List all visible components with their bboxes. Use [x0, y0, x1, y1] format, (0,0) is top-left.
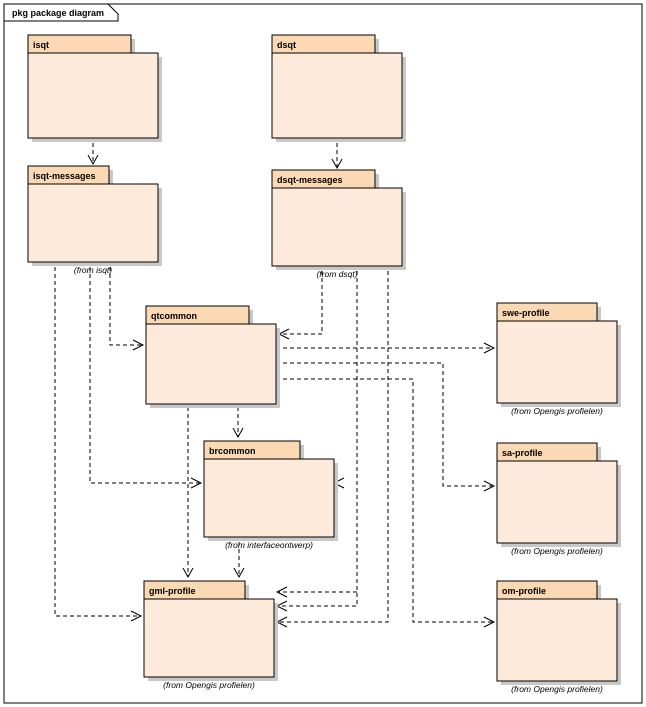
arrowhead-dsqt-messages: [331, 158, 343, 170]
package-tab: [496, 442, 598, 462]
package-name-label: om-profile: [502, 586, 546, 596]
package-body: [271, 52, 403, 139]
package-body: [496, 598, 618, 682]
dep-isqtmessages-to-brcommon: [89, 246, 199, 484]
package-brcommon[interactable]: brcommon (from interfaceontwerp): [203, 440, 338, 550]
packages-layer: isqt dsqt isqt-messages (from isqt) dsqt-mes…: [27, 34, 621, 694]
package-om-profile[interactable]: om-profile (from Opengis profielen): [496, 580, 621, 694]
package-tab: [271, 34, 376, 54]
package-sa-profile[interactable]: sa-profile (from Opengis profielen): [496, 442, 621, 556]
arrowhead-om-profile: [483, 616, 496, 628]
package-tab: [27, 165, 110, 185]
package-tab: [27, 34, 132, 54]
package-body: [496, 460, 618, 544]
package-from-label: (from Opengis profielen): [163, 680, 255, 690]
package-dsqt[interactable]: dsqt: [271, 34, 406, 142]
arrowhead-qtcommon-left: [132, 339, 145, 351]
dep-dsqtmessages-to-qtcommon: [281, 250, 323, 335]
package-name-label: gml-profile: [149, 586, 196, 596]
arrowhead-brcommon-top: [232, 427, 244, 439]
package-name-label: dsqt: [277, 40, 296, 50]
arrowhead-gml-right-1: [275, 586, 288, 598]
dep-dsqtmessages-to-omprofile: [279, 250, 389, 623]
package-from-label: (from Opengis profielen): [511, 406, 603, 416]
package-name-label: isqt: [33, 40, 49, 50]
package-tab: [496, 302, 598, 322]
package-body: [496, 320, 618, 404]
package-body: [143, 598, 275, 678]
package-tab: [203, 440, 301, 460]
package-from-label: (from isqt): [74, 265, 112, 275]
package-body: [203, 458, 335, 538]
arrowhead-swe-profile: [483, 342, 496, 354]
package-name-label: swe-profile: [502, 308, 550, 318]
package-isqt[interactable]: isqt: [27, 34, 162, 142]
package-tab: [145, 305, 250, 325]
package-swe-profile[interactable]: swe-profile (from Opengis profielen): [496, 302, 621, 416]
frame-title-label: pkg package diagram: [12, 8, 104, 18]
package-dsqt-messages[interactable]: dsqt-messages (from dsqt): [271, 169, 406, 279]
package-tab: [496, 580, 598, 600]
package-name-label: qtcommon: [151, 311, 197, 321]
package-from-label: (from interfaceontwerp): [225, 540, 313, 550]
package-isqt-messages[interactable]: isqt-messages (from isqt): [27, 165, 162, 275]
arrowhead-sa-profile: [483, 480, 496, 492]
arrowhead-gml-top-left: [182, 567, 194, 579]
package-qtcommon[interactable]: qtcommon: [145, 305, 280, 408]
arrowhead-gml-left: [130, 610, 143, 622]
arrowhead-isqt-messages: [87, 154, 99, 166]
frame-title-tab: [3, 3, 119, 22]
package-name-label: sa-profile: [502, 448, 543, 458]
package-body: [145, 323, 277, 405]
package-tab: [143, 580, 246, 600]
package-body: [271, 187, 403, 267]
package-tab: [271, 169, 376, 189]
package-from-label: (from dsqt): [316, 269, 357, 279]
arrowhead-brcommon-left: [190, 477, 203, 489]
package-name-label: dsqt-messages: [277, 175, 343, 185]
arrowhead-gml-top-right: [233, 567, 245, 579]
package-from-label: (from Opengis profielen): [511, 546, 603, 556]
package-gml-profile[interactable]: gml-profile (from Opengis profielen): [143, 580, 278, 690]
package-from-label: (from Opengis profielen): [511, 684, 603, 694]
package-body: [27, 183, 159, 263]
package-body: [27, 52, 159, 139]
package-name-label: isqt-messages: [33, 171, 96, 181]
package-name-label: brcommon: [209, 446, 256, 456]
dep-isqtmessages-to-qtcommon: [109, 246, 141, 346]
dep-dsqtmessages-to-gmlprofile: [279, 250, 358, 607]
